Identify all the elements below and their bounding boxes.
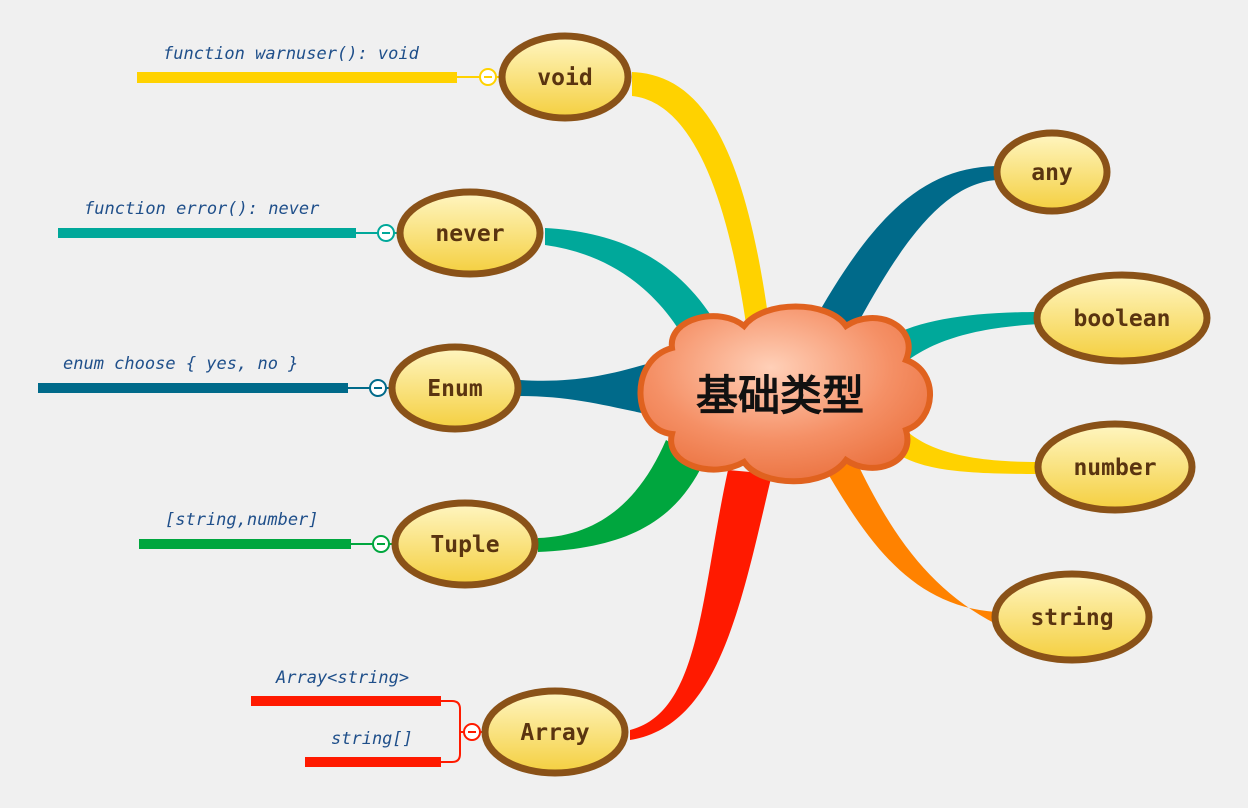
collapse-toggle-array[interactable] xyxy=(463,723,481,741)
node-label-boolean: boolean xyxy=(1074,306,1171,332)
node-any[interactable]: any xyxy=(993,129,1111,215)
leaf-bar-never xyxy=(58,228,356,238)
node-label-enum: Enum xyxy=(427,376,482,402)
leaf-label-array-1: string[] xyxy=(331,729,413,749)
node-tuple[interactable]: Tuple xyxy=(391,499,539,589)
node-array[interactable]: Array xyxy=(481,687,629,777)
central-topic[interactable]: 基础类型 xyxy=(637,303,933,485)
node-enum[interactable]: Enum xyxy=(388,343,522,433)
leaf-bar-array-1 xyxy=(305,757,441,767)
node-number[interactable]: number xyxy=(1034,420,1196,514)
node-void[interactable]: void xyxy=(498,32,632,122)
leaf-label-void: function warnuser(): void xyxy=(163,44,420,64)
node-string[interactable]: string xyxy=(991,570,1153,664)
leaf-bar-void xyxy=(137,72,457,83)
node-label-void: void xyxy=(537,65,592,91)
branch-ribbon-string xyxy=(820,452,996,624)
leaf-label-tuple: [string,number] xyxy=(165,510,319,530)
cloud-shape xyxy=(637,303,933,485)
collapse-toggle-enum[interactable] xyxy=(369,379,387,397)
node-boolean[interactable]: boolean xyxy=(1033,271,1211,365)
branch-ribbons xyxy=(520,72,1040,740)
branch-ribbon-any xyxy=(810,166,996,342)
node-label-number: number xyxy=(1073,455,1156,481)
central-topic-label: 基础类型 xyxy=(696,371,864,420)
branch-ribbon-tuple xyxy=(538,440,704,552)
leaf-label-enum: enum choose { yes, no } xyxy=(63,354,298,374)
node-label-never: never xyxy=(435,221,504,247)
node-label-any: any xyxy=(1031,160,1073,186)
branch-ribbon-number xyxy=(892,420,1038,474)
collapse-toggle-tuple[interactable] xyxy=(372,535,390,553)
node-label-string: string xyxy=(1030,605,1113,631)
branch-ribbon-boolean xyxy=(872,312,1040,380)
collapse-toggle-void[interactable] xyxy=(479,68,497,86)
leaf-label-never: function error(): never xyxy=(84,199,320,219)
collapse-toggle-never[interactable] xyxy=(377,224,395,242)
node-label-array: Array xyxy=(520,720,589,746)
node-never[interactable]: never xyxy=(396,188,544,278)
branch-ribbon-never xyxy=(545,228,720,352)
branch-ribbon-void xyxy=(632,72,770,338)
leaf-label-array-0: Array<string> xyxy=(275,668,409,688)
leaf-labels: function warnuser(): void function error… xyxy=(63,44,420,749)
leaf-bar-enum xyxy=(38,383,348,393)
leaf-bar-array-0 xyxy=(251,696,441,706)
branch-ribbon-array xyxy=(630,470,772,740)
branch-ribbon-enum xyxy=(520,360,668,418)
leaf-bar-tuple xyxy=(139,539,351,549)
node-label-tuple: Tuple xyxy=(430,532,499,558)
